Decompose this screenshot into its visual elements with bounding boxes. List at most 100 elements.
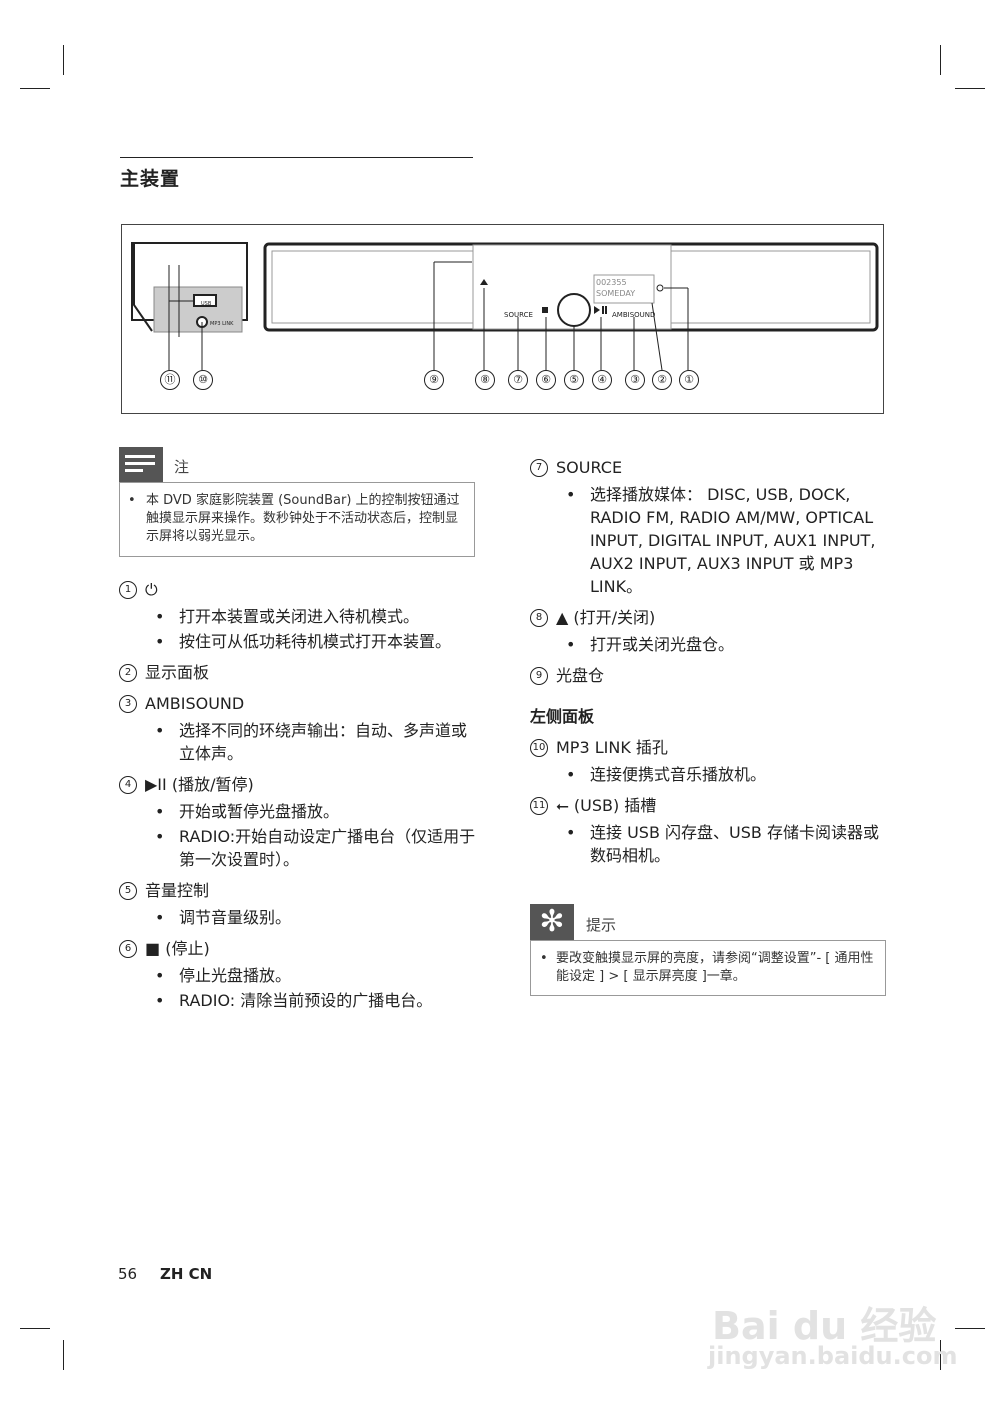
item-number: 2: [119, 663, 137, 682]
side-panel-illustration: [131, 242, 248, 370]
item-heading: 10 MP3 LINK 插孔: [530, 736, 890, 759]
item-number: 10: [530, 738, 548, 757]
item-heading: 9 光盘仓: [530, 664, 890, 687]
note-bullet-marker: •: [128, 493, 136, 508]
item-number: 8: [530, 608, 548, 627]
item-bullets: 选择播放媒体： DISC, USB, DOCK, RADIO FM, RADIO…: [530, 483, 890, 598]
callout-10: ⑩: [193, 370, 213, 390]
bullet-text: 选择不同的环绕声输出：自动、多声道或立体声。: [119, 719, 479, 765]
callout-7: ⑦: [508, 370, 528, 390]
tip-icon: ✻: [530, 904, 574, 940]
item-heading: 6 ■ (停止): [119, 937, 479, 960]
tip-bullet-marker: •: [540, 951, 548, 966]
item-title: ▶II (播放/暂停): [145, 775, 254, 794]
item-4: 4 ▶II (播放/暂停) 开始或暂停光盘播放。RADIO:开始自动设定广播电台（仅…: [119, 773, 479, 871]
item-bullets: 调节音量级别。: [119, 906, 479, 929]
bullet-text: RADIO:开始自动设定广播电台（仅适用于第一次设置时）。: [119, 825, 479, 871]
item-title: 光盘仓: [556, 666, 605, 685]
left-column: 1⏻打开本装置或关闭进入待机模式。按住可从低功耗待机模式打开本装置。2显示面板3…: [119, 570, 479, 1016]
bullet-text: RADIO: 清除当前预设的广播电台。: [119, 989, 479, 1012]
item-number: 5: [119, 881, 137, 900]
callout-1: ①: [679, 370, 699, 390]
crop-mark: [940, 45, 941, 75]
callout-2: ②: [652, 370, 672, 390]
bullet-text: 停止光盘播放。: [119, 964, 479, 987]
item-title: 显示面板: [145, 663, 210, 682]
item-number: 3: [119, 694, 137, 713]
crop-mark: [940, 1340, 941, 1370]
item-number: 1: [119, 580, 137, 599]
display-line2: SOMEDAY: [596, 289, 635, 298]
bullet-text: 连接 USB 闪存盘、USB 存储卡阅读器或数码相机。: [530, 821, 890, 867]
bullet-text: 调节音量级别。: [119, 906, 479, 929]
item-3: 3 AMBISOUND 选择不同的环绕声输出：自动、多声道或立体声。: [119, 692, 479, 765]
item-heading: 2 显示面板: [119, 661, 479, 684]
note-text: 本 DVD 家庭影院装置 (SoundBar) 上的控制按钮通过触摸显示屏来操作…: [146, 493, 460, 544]
item-heading: 1⏻: [119, 578, 479, 601]
item-heading: 7 SOURCE: [530, 456, 890, 479]
bullet-text: 打开本装置或关闭进入待机模式。: [119, 605, 479, 628]
crop-mark: [20, 1328, 50, 1329]
item-6: 6 ■ (停止) 停止光盘播放。RADIO: 清除当前预设的广播电台。: [119, 937, 479, 1012]
item-title: SOURCE: [556, 458, 623, 477]
side-mp3-label: MP3 LINK: [210, 321, 234, 327]
item-9: 9 光盘仓: [530, 664, 890, 687]
note-label: 注: [174, 458, 190, 476]
item-bullets: 打开本装置或关闭进入待机模式。按住可从低功耗待机模式打开本装置。: [119, 605, 479, 653]
device-figure: USB MP3 LINK SOURCE AMBISOUND 002355 SOM…: [121, 224, 884, 414]
item-8: 8 ▲ (打开/关闭) 打开或关闭光盘仓。: [530, 606, 890, 656]
item-heading: 5 音量控制: [119, 879, 479, 902]
item-heading: 8 ▲ (打开/关闭): [530, 606, 890, 629]
item-bullets: 选择不同的环绕声输出：自动、多声道或立体声。: [119, 719, 479, 765]
item-11: 11⭠ (USB) 插槽连接 USB 闪存盘、USB 存储卡阅读器或数码相机。: [530, 794, 890, 867]
item-title: 音量控制: [145, 881, 210, 900]
callout-3: ③: [625, 370, 645, 390]
callout-5: ⑤: [564, 370, 584, 390]
page-number: 56: [118, 1265, 138, 1283]
watermark-brand: Bai du 经验: [712, 1304, 937, 1348]
crop-mark: [955, 88, 985, 89]
item-number: 7: [530, 458, 548, 477]
crop-mark: [63, 45, 64, 75]
callout-6: ⑥: [536, 370, 556, 390]
item-bullets: 连接 USB 闪存盘、USB 存储卡阅读器或数码相机。: [530, 821, 890, 867]
watermark-url: jingyan.baidu.com: [708, 1342, 958, 1370]
section-title: 主装置: [120, 168, 181, 190]
title-rule: [120, 157, 473, 158]
item-title: AMBISOUND: [145, 694, 245, 713]
item-title: ■ (停止): [145, 939, 210, 958]
item-title: ▲ (打开/关闭): [556, 608, 656, 627]
tip-label: 提示: [586, 916, 617, 934]
callout-4: ④: [592, 370, 612, 390]
tip-box: [530, 940, 886, 996]
tip-text: 要改变触摸显示屏的亮度，请参阅“调整设置”- [ 通用性能设定 ] > [ 显示…: [556, 951, 874, 984]
side-usb-label: USB: [201, 301, 212, 307]
item-title: ⏻: [145, 580, 158, 599]
panel-ambisound-label: AMBISOUND: [612, 311, 655, 319]
item-number: 4: [119, 775, 137, 794]
bullet-text: 连接便携式音乐播放机。: [530, 763, 890, 786]
item-bullets: 连接便携式音乐播放机。: [530, 763, 890, 786]
crop-mark: [20, 88, 50, 89]
panel-source-label: SOURCE: [504, 311, 533, 319]
item-number: 11: [530, 796, 548, 815]
device-illustration: USB MP3 LINK SOURCE AMBISOUND 002355 SOM…: [131, 242, 879, 371]
bullet-text: 选择播放媒体： DISC, USB, DOCK, RADIO FM, RADIO…: [530, 483, 890, 598]
bullet-text: 开始或暂停光盘播放。: [119, 800, 479, 823]
callout-9: ⑨: [424, 370, 444, 390]
item-7: 7 SOURCE 选择播放媒体： DISC, USB, DOCK, RADIO FM…: [530, 456, 890, 598]
note-icon: [119, 447, 163, 482]
item-number: 9: [530, 666, 548, 685]
language-code: ZH CN: [160, 1265, 213, 1283]
callout-11: ⑪: [160, 370, 180, 390]
item-heading: 11⭠ (USB) 插槽: [530, 794, 890, 817]
item-bullets: 停止光盘播放。RADIO: 清除当前预设的广播电台。: [119, 964, 479, 1012]
item-1: 1⏻打开本装置或关闭进入待机模式。按住可从低功耗待机模式打开本装置。: [119, 578, 479, 653]
item-title: MP3 LINK 插孔: [556, 738, 668, 757]
crop-mark: [955, 1328, 985, 1329]
item-number: 6: [119, 939, 137, 958]
bullet-text: 打开或关闭光盘仓。: [530, 633, 890, 656]
item-10: 10 MP3 LINK 插孔连接便携式音乐播放机。: [530, 736, 890, 786]
item-5: 5 音量控制调节音量级别。: [119, 879, 479, 929]
crop-mark: [63, 1340, 64, 1370]
